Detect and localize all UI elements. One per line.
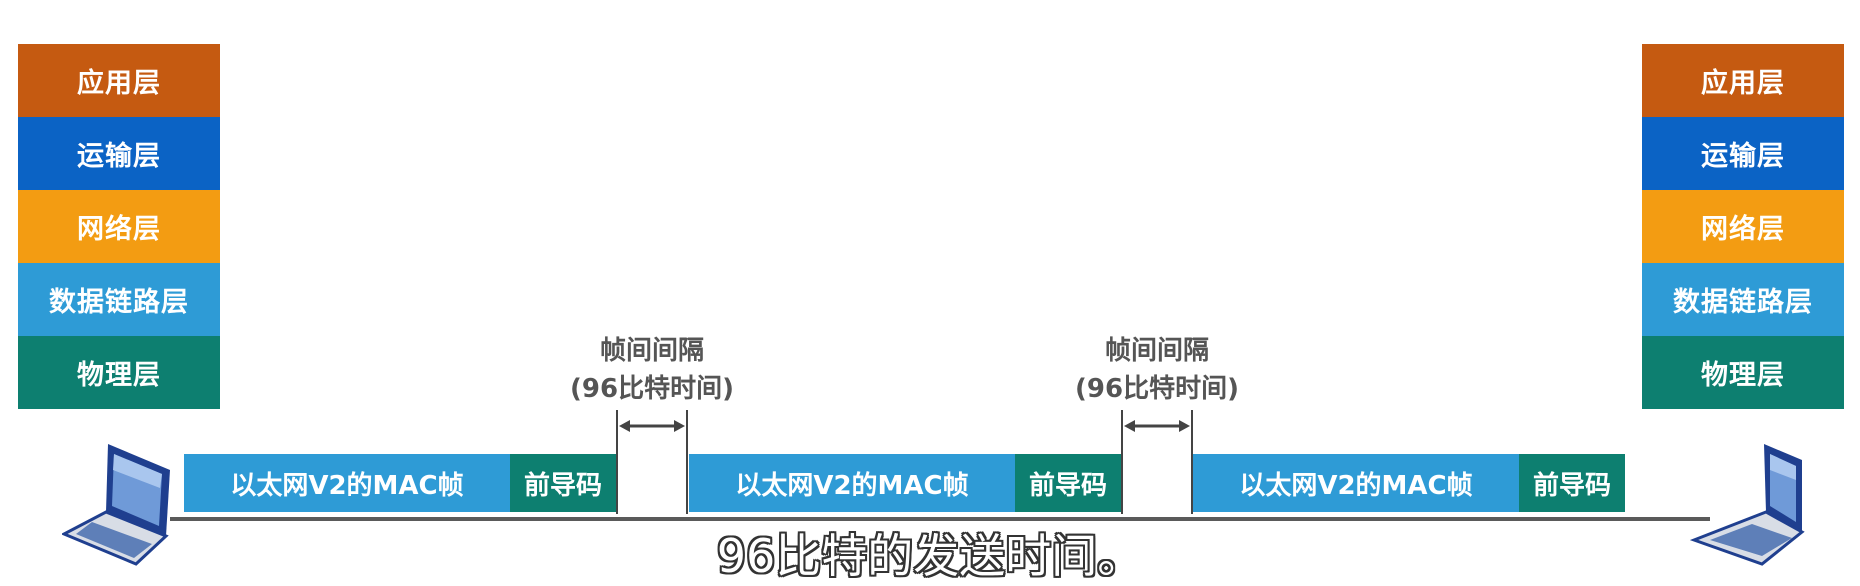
gap-detail: (96比特时间) (1075, 374, 1239, 404)
physical-layer: 物理层 (1642, 336, 1844, 409)
preamble: 前导码 (1015, 454, 1121, 512)
transport-layer: 运输层 (1642, 117, 1844, 190)
preamble: 前导码 (510, 454, 616, 512)
mac-frame: 以太网V2的MAC帧 (1193, 454, 1519, 512)
video-subtitle: 96比特的发送时间。 (716, 529, 1144, 583)
interframe-gap-label: 帧间间隔 (96比特时间) (1047, 332, 1267, 408)
gap-title: 帧间间隔 (599, 336, 704, 366)
datalink-layer: 数据链路层 (18, 263, 220, 336)
transmission-cable (170, 517, 1710, 521)
datalink-layer: 数据链路层 (1642, 263, 1844, 336)
application-layer: 应用层 (18, 44, 220, 117)
gap-detail: (96比特时间) (570, 374, 734, 404)
double-arrow-icon (1121, 410, 1193, 514)
right-protocol-stack: 应用层 运输层 网络层 数据链路层 物理层 (1642, 44, 1844, 409)
laptop-icon (62, 444, 170, 566)
physical-layer: 物理层 (18, 336, 220, 409)
double-arrow-icon (616, 410, 688, 514)
preamble: 前导码 (1519, 454, 1625, 512)
mac-frame: 以太网V2的MAC帧 (184, 454, 510, 512)
frame-group: 以太网V2的MAC帧 前导码 (1193, 454, 1625, 512)
interframe-gap-label: 帧间间隔 (96比特时间) (542, 332, 762, 408)
laptop-icon (1690, 444, 1805, 566)
left-protocol-stack: 应用层 运输层 网络层 数据链路层 物理层 (18, 44, 220, 409)
frame-group: 以太网V2的MAC帧 前导码 (689, 454, 1121, 512)
mac-frame: 以太网V2的MAC帧 (689, 454, 1015, 512)
transport-layer: 运输层 (18, 117, 220, 190)
network-layer: 网络层 (1642, 190, 1844, 263)
frame-group: 以太网V2的MAC帧 前导码 (184, 454, 616, 512)
network-layer: 网络层 (18, 190, 220, 263)
application-layer: 应用层 (1642, 44, 1844, 117)
gap-title: 帧间间隔 (1104, 336, 1209, 366)
